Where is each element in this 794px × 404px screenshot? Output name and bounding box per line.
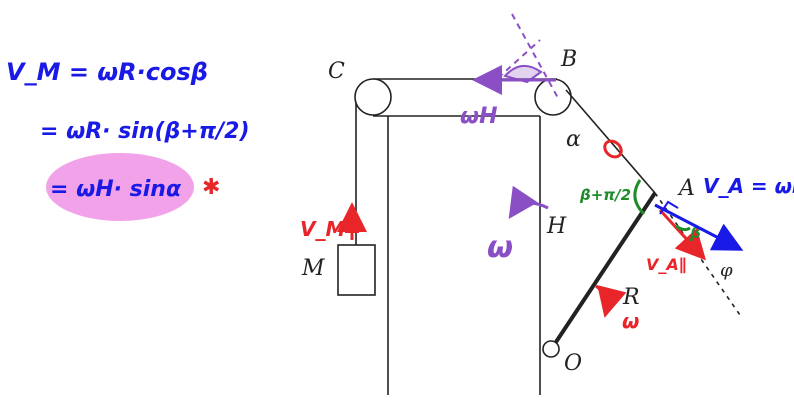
- mechanism: [337, 78, 741, 395]
- label-wh: ωH: [460, 104, 498, 129]
- rope-mark-o: [603, 139, 623, 159]
- label-beta-small: β: [689, 224, 701, 242]
- right-angle-mark: [659, 200, 679, 215]
- equation-line-2: = ωR· sin(β+π/2): [40, 119, 250, 144]
- pulley-b: [534, 78, 572, 116]
- rod-oa: [550, 191, 657, 350]
- label-phi: φ: [720, 260, 733, 281]
- dashed-line-b2: [497, 39, 541, 79]
- red-annotations: [337, 139, 707, 318]
- velocity-va-arrow: [654, 203, 744, 251]
- omega-arc-h: [508, 185, 549, 219]
- angle-arc-a: [633, 179, 646, 216]
- label-vm: V_M: [300, 217, 345, 241]
- va-parallel-arrow: [658, 208, 707, 261]
- purple-annotations: [472, 13, 559, 219]
- label-omega-right: ω: [622, 309, 639, 333]
- blue-annotations: [654, 200, 744, 251]
- label-alpha: α: [566, 127, 581, 152]
- weight-block: [337, 244, 376, 296]
- label-b: B: [560, 47, 577, 72]
- green-annotations: [633, 179, 691, 232]
- label-omega-left: ω: [487, 230, 513, 265]
- pulley-c: [354, 78, 392, 116]
- label-beta-angle: β+π/2: [579, 186, 631, 204]
- labels: C B A H M R O α φ: [301, 47, 733, 376]
- omega-arc-r: [595, 284, 627, 318]
- label-c: C: [328, 59, 345, 84]
- highlight-blob: [46, 153, 194, 221]
- equations: V_M = ωR·cosβ = ωR· sin(β+π/2) = ωH· sin…: [6, 58, 250, 221]
- label-a: A: [677, 176, 695, 201]
- label-va: V_A = ωR: [703, 174, 794, 198]
- label-m: M: [301, 256, 325, 281]
- label-h: H: [546, 214, 567, 239]
- label-va-par: V_A∥: [646, 255, 687, 274]
- pivot-o: [542, 340, 560, 358]
- angle-mark-b: [503, 65, 543, 84]
- label-o: O: [564, 351, 582, 376]
- star-mark: ✱: [202, 174, 220, 199]
- equation-line-3: = ωH· sinα: [50, 177, 182, 202]
- dashed-line-b: [511, 13, 559, 99]
- equation-line-1: V_M = ωR·cosβ: [6, 58, 208, 86]
- label-r: R: [622, 285, 640, 310]
- angle-arc-small: [675, 224, 691, 232]
